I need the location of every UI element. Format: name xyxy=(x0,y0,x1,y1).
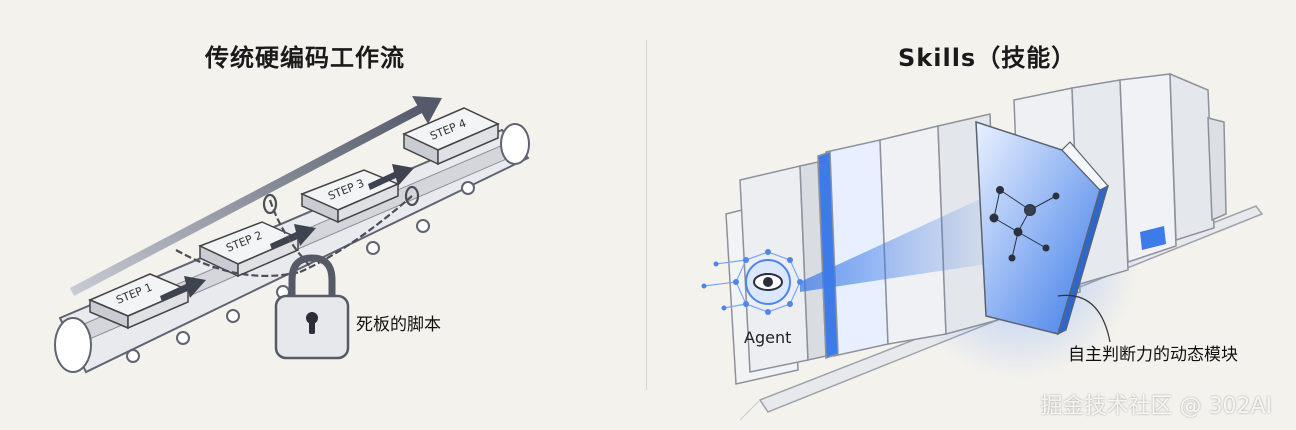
roller xyxy=(417,220,429,232)
roller xyxy=(177,332,189,344)
roller xyxy=(367,242,379,254)
roller xyxy=(462,182,474,194)
book xyxy=(1170,74,1214,240)
roller xyxy=(227,310,239,322)
skill-module-caption: 自主判断力的动态模块 xyxy=(1068,340,1238,365)
agent-label: Agent xyxy=(744,328,791,347)
book xyxy=(1208,118,1226,220)
rigid-script-caption: 死板的脚本 xyxy=(356,310,441,335)
watermark: 掘金技术社区 @ 302AI xyxy=(1040,388,1272,420)
roller xyxy=(127,350,139,362)
